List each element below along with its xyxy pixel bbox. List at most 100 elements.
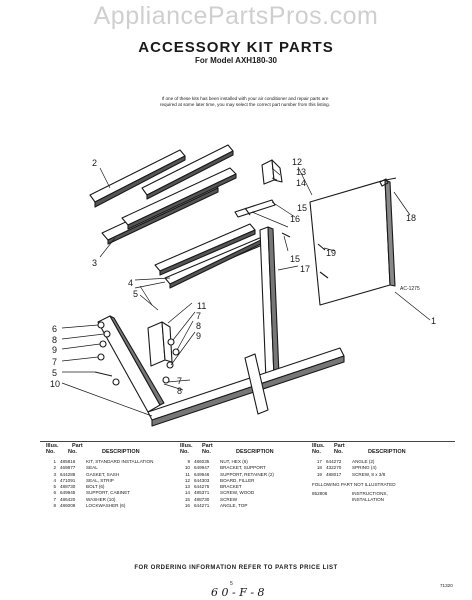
part-description: ANGLE, TOP [220,503,248,509]
intro-line: If one of these kits has been installed … [161,96,329,101]
callout-11: 11 [197,301,206,311]
part-description: LOCKWASHER (6) [86,503,126,509]
part-description: BRACKET, SUPPORT [220,465,266,471]
not-illustrated-row: 852806 INSTRUCTIONS, [312,491,406,497]
page-number: 5 [230,581,233,587]
table-header: Illus.Part [180,443,274,449]
cabinet-support [97,315,165,413]
callout-19: 19 [326,248,336,258]
table-row: 9 486035 NUT, HEX (6) [180,459,274,465]
illus-number: 12 [184,477,190,483]
page-subtitle: For Model AXH180-30 [195,56,277,65]
part-number: 432270 [326,465,342,471]
part-number: 486035 [194,459,210,464]
part-number: 644271 [194,503,210,509]
part-number: 644272 [326,459,342,464]
table-top-rule [40,441,455,442]
part-description: GASKET, SASH [86,471,120,477]
fasteners [94,321,180,386]
header-illus: Illus. [46,443,59,449]
header-no: No. [334,449,343,455]
header-part: Part [334,443,345,449]
part-number: 488730 [60,484,76,490]
page-title: ACCESSORY KIT PARTS [138,39,334,56]
not-illustrated-heading: FOLLOWING PART NOT ILLUSTRATED [312,481,396,487]
illus-number: 6 [53,490,56,496]
callout-18: 18 [406,213,416,223]
part-number: 649947 [194,465,210,471]
exploded-parts-diagram: 2 3 4 5 12 13 14 15 16 15 17 18 19 11 7 … [50,144,436,427]
header-description: DESCRIPTION [102,449,140,455]
header-illus: Illus. [180,443,193,449]
header-no: No. [202,449,211,455]
part-number: 649945 [60,490,76,496]
document-code: 71320 [440,583,453,588]
callout-8: 8 [196,321,201,331]
header-description: DESCRIPTION [368,449,406,455]
illus-number: 19 [316,471,322,477]
part-description: BOARD, FILLER [220,477,255,483]
callout-9b: 9 [52,345,57,355]
part-number: 644288 [60,471,76,477]
callout-10: 10 [50,379,60,389]
illus-number: 7 [53,496,56,502]
callout-12: 12 [292,157,302,167]
ordering-footer: FOR ORDERING INFORMATION REFER TO PARTS … [134,565,338,571]
handwritten-note: 6 0 - F - 8 [211,586,265,599]
figure-reference: AC-1275 [400,286,420,292]
part-number: 471091 [60,477,76,483]
not-illustrated-part: 852806 [312,490,328,496]
filler-board [309,179,396,306]
angle-top [234,199,276,218]
illus-number: 16 [184,503,190,509]
table-header: No.No.DESCRIPTION [312,449,406,455]
support-bracket [147,347,345,427]
callout-6: 6 [52,324,57,334]
bracket-top [261,159,283,185]
callout-5b: 5 [52,368,57,378]
header-illus: Illus. [312,443,325,449]
callout-8c: 8 [177,386,182,396]
illus-number: 9 [187,459,190,464]
retainer-support [147,321,173,367]
callout-17: 17 [300,264,310,274]
part-description: ANGLE (2) [352,459,375,464]
part-number: 644303 [194,477,210,483]
illus-number: 17 [316,459,322,464]
callout-9: 9 [196,331,201,341]
table-header: Illus. Part [312,443,406,449]
not-illustrated-desc: INSTRUCTIONS, [352,490,388,496]
part-description: WASHER (10) [86,496,116,502]
part-description: NUT, HEX (6) [220,459,248,464]
not-illustrated-desc: INSTALLATION [352,496,384,502]
angle-vertical [259,226,280,381]
screws [244,207,329,279]
part-number: 488730 [194,496,210,502]
part-description: BOLT (6) [86,484,105,490]
callout-15: 15 [297,203,307,213]
callout-15b: 15 [290,254,300,264]
part-description: SPRING (4) [352,465,377,471]
callout-14: 14 [296,178,306,188]
illus-number: 18 [316,465,322,471]
callout-7c: 7 [177,376,182,386]
table-row: 16 644271 ANGLE, TOP [180,503,274,509]
table-row: 18 432270 SPRING (4) [312,465,406,471]
part-number: 486009 [60,503,76,509]
part-number: 485816 [60,459,76,464]
spring [379,177,397,187]
part-description: SCREW, 8 x 3/8 [352,471,386,477]
illus-number: 13 [184,484,190,490]
